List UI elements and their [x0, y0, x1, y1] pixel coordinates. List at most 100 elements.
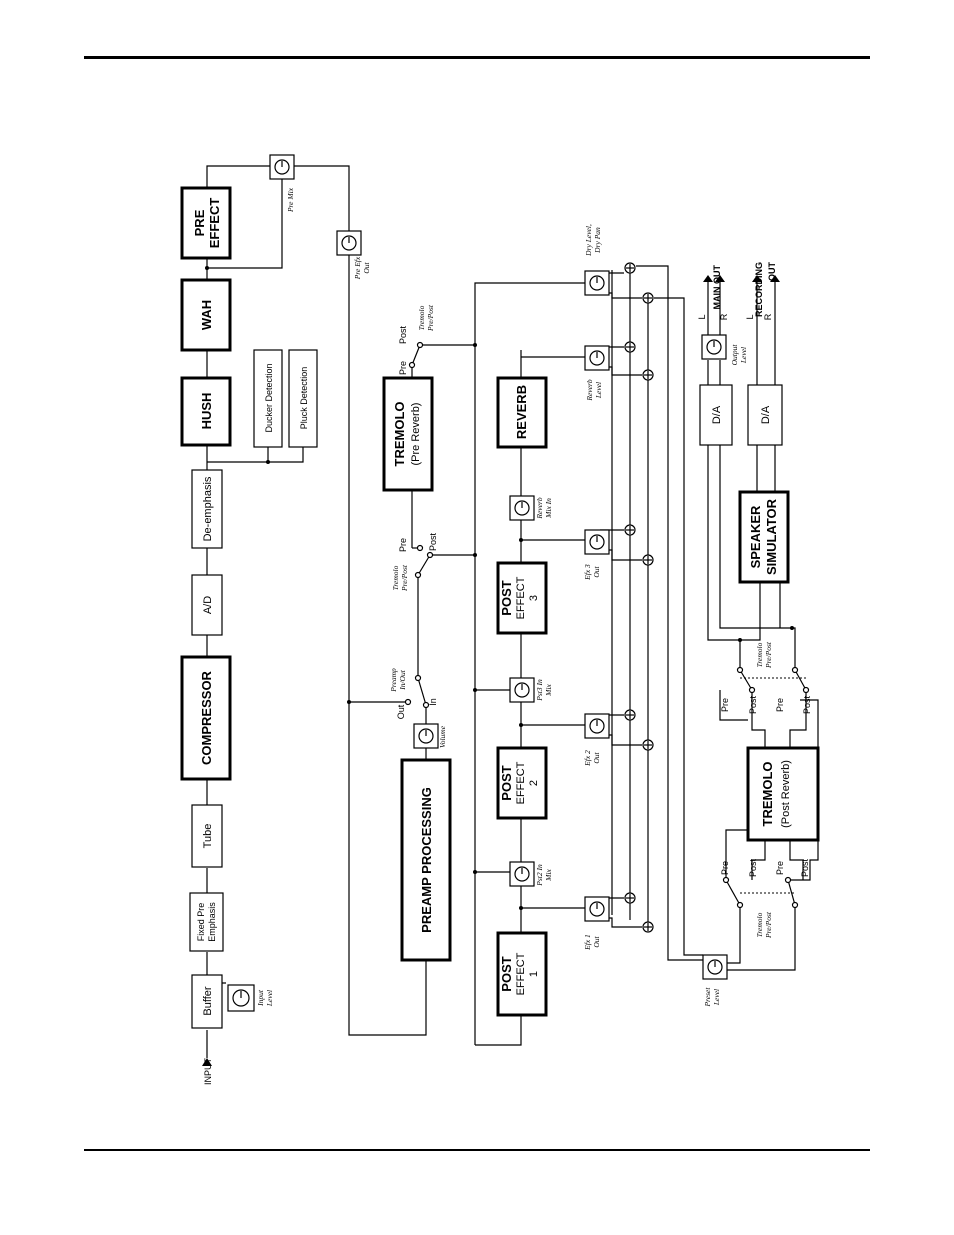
sum-node	[624, 262, 636, 274]
sum-node	[642, 739, 654, 751]
ad-block: A/D	[191, 574, 223, 636]
output-level-knob: Output Level	[701, 334, 748, 365]
pre-efx-out-knob: Pre Efx Out	[336, 230, 371, 280]
sum-node	[642, 369, 654, 381]
svg-text:EFFECT: EFFECT	[207, 198, 222, 249]
svg-text:SPEAKER: SPEAKER	[748, 505, 763, 568]
da-1-block: D/A	[699, 384, 733, 446]
svg-text:L: L	[745, 314, 755, 319]
svg-text:In: In	[428, 698, 438, 706]
svg-text:(Post Reverb): (Post Reverb)	[780, 760, 792, 828]
post-effect-1-block: POST EFFECT 1	[496, 931, 548, 1017]
sum-node	[624, 892, 636, 904]
svg-text:Volume: Volume	[438, 725, 447, 748]
svg-text:Pst3 In: Pst3 In	[535, 679, 544, 702]
preset-level-knob: Preset Level	[702, 954, 728, 1007]
svg-text:Pre: Pre	[398, 361, 408, 375]
svg-text:Mix: Mix	[544, 869, 553, 882]
tremolo-prepost-switch-1: Tremolo Pre/Post Pre Post	[391, 532, 438, 591]
tube-block: Tube	[191, 804, 223, 868]
svg-text:Tube: Tube	[202, 824, 214, 849]
pre-mix-knob: Pre Mix	[269, 154, 295, 213]
svg-text:D/A: D/A	[760, 405, 772, 424]
svg-text:Out: Out	[396, 704, 406, 719]
svg-text:Post: Post	[802, 695, 812, 714]
reverb-level-knob: Reverb Level	[584, 345, 610, 402]
sum-node	[624, 524, 636, 536]
svg-text:L: L	[697, 314, 707, 319]
fixed-pre-emphasis-block: Fixed Pre Emphasis	[189, 892, 224, 952]
svg-text:Tremolo: Tremolo	[755, 642, 764, 667]
svg-text:Level: Level	[739, 347, 748, 364]
da-2-block: D/A	[747, 384, 783, 446]
svg-text:Dry Level,: Dry Level,	[584, 224, 593, 257]
speaker-simulator-block: SPEAKER SIMULATOR	[738, 490, 790, 584]
svg-text:Pre/Post: Pre/Post	[764, 641, 773, 669]
sum-node	[624, 709, 636, 721]
svg-text:EFFECT: EFFECT	[515, 576, 527, 619]
svg-text:POST: POST	[499, 580, 514, 615]
svg-text:Post: Post	[800, 858, 810, 877]
svg-text:Level: Level	[265, 990, 274, 1007]
summing-junctions	[624, 262, 654, 933]
svg-text:D/A: D/A	[711, 405, 723, 424]
post-effect-2-block: POST EFFECT 2	[496, 746, 548, 820]
svg-text:Pre Mix: Pre Mix	[286, 187, 295, 213]
svg-text:Pre/Post: Pre/Post	[400, 564, 409, 592]
svg-text:Level: Level	[712, 989, 721, 1006]
svg-text:Pre: Pre	[720, 698, 730, 712]
svg-text:Post: Post	[398, 325, 408, 344]
svg-text:INPUT: INPUT	[203, 1057, 213, 1085]
svg-text:2: 2	[528, 780, 540, 786]
svg-text:Out: Out	[592, 751, 601, 763]
svg-text:Tremolo: Tremolo	[391, 565, 400, 590]
wah-block: WAH	[180, 278, 232, 352]
post-effect-3-block: POST EFFECT 3	[496, 561, 548, 635]
sum-node	[624, 341, 636, 353]
svg-text:Reverb: Reverb	[585, 379, 594, 401]
svg-text:RECORDING: RECORDING	[754, 262, 764, 317]
tremolo-post-reverb-block: TREMOLO (Post Reverb)	[746, 746, 820, 842]
svg-text:POST: POST	[499, 765, 514, 800]
svg-text:HUSH: HUSH	[199, 393, 214, 430]
svg-text:Pre/Post: Pre/Post	[764, 911, 773, 939]
svg-text:Buffer: Buffer	[202, 986, 214, 1015]
svg-text:Efx 3: Efx 3	[583, 564, 592, 581]
svg-text:Emphasis: Emphasis	[207, 902, 217, 942]
svg-text:R: R	[763, 313, 773, 320]
svg-text:Pluck Detection: Pluck Detection	[299, 367, 309, 430]
svg-text:Pre: Pre	[398, 538, 408, 552]
svg-text:Pre: Pre	[775, 698, 785, 712]
svg-text:Pre: Pre	[720, 861, 730, 875]
wires	[202, 165, 819, 1066]
svg-text:Preamp: Preamp	[389, 668, 398, 693]
input-label: INPUT	[203, 1057, 213, 1085]
pluck-detection-block: Pluck Detection	[288, 349, 318, 448]
svg-text:COMPRESSOR: COMPRESSOR	[199, 670, 214, 765]
top-rule	[84, 56, 870, 59]
svg-text:Efx 1: Efx 1	[583, 934, 592, 951]
pst2-in-mix-knob: Pst2 In Mix	[509, 861, 553, 887]
efx3-out-knob: Efx 3 Out	[583, 529, 610, 581]
reverb-mix-in-knob: Reverb Mix In	[509, 495, 553, 521]
reverb-block: REVERB	[496, 376, 548, 449]
sum-node	[642, 921, 654, 933]
pre-effect-block: PRE EFFECT	[180, 186, 232, 260]
volume-knob: Volume	[413, 723, 447, 749]
svg-text:Reverb: Reverb	[535, 497, 544, 519]
svg-text:In/Out: In/Out	[398, 669, 407, 690]
svg-text:Efx 2: Efx 2	[583, 750, 592, 767]
svg-text:EFFECT: EFFECT	[515, 761, 527, 804]
svg-text:TREMOLO: TREMOLO	[760, 762, 775, 827]
tremolo-prepost-switch-3: Pre Post Pre Post Tremolo Pre/Post	[720, 641, 812, 714]
sum-node	[642, 554, 654, 566]
svg-text:Pre Efx: Pre Efx	[353, 256, 362, 280]
svg-text:Out: Out	[592, 935, 601, 947]
hush-block: HUSH	[180, 376, 232, 447]
svg-text:Pre: Pre	[775, 861, 785, 875]
svg-text:Out: Out	[592, 565, 601, 577]
svg-text:WAH: WAH	[199, 300, 214, 330]
svg-text:Ducker Detection: Ducker Detection	[264, 363, 274, 432]
